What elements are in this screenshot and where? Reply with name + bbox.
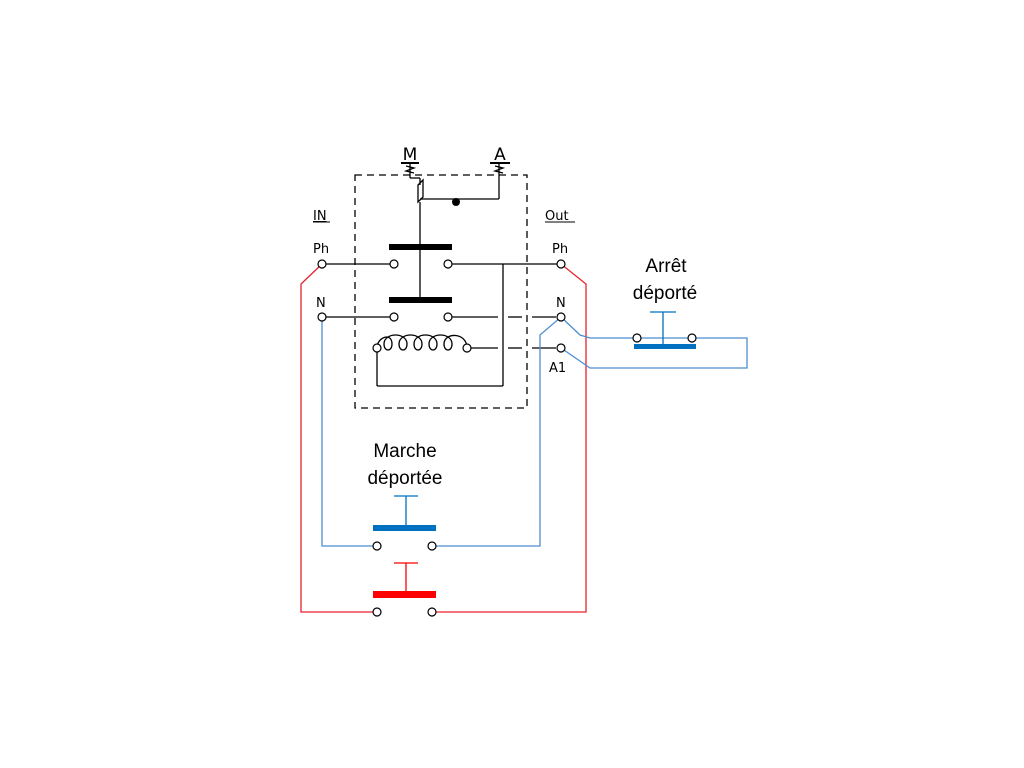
- coil-terminal-left: [372, 343, 382, 353]
- stop-button-label-line1: Arrêt: [645, 256, 687, 277]
- label-out: Out: [545, 209, 569, 224]
- label-a: A: [494, 145, 506, 165]
- terminal-out-n: [556, 312, 566, 322]
- terminal-contact-ph-left: [389, 259, 399, 269]
- terminal-contact-ph-right: [443, 259, 453, 269]
- phase-contact-bar: [389, 244, 452, 250]
- remote-stop-button: [632, 311, 697, 349]
- terminal-contact-n-left: [389, 312, 399, 322]
- phase-wiring: [300, 263, 587, 613]
- terminals: [317, 259, 566, 353]
- terminal-out-ph: [556, 259, 566, 269]
- phase-push-button: [372, 562, 437, 617]
- remote-start-button: [372, 495, 437, 551]
- coil-terminal-right: [462, 343, 472, 353]
- stop-button-label-line2: déporté: [633, 283, 697, 304]
- coil: [376, 334, 468, 351]
- start-button-label-line2: déportée: [367, 468, 442, 489]
- manual-control: [401, 162, 510, 300]
- terminal-in-ph: [317, 259, 327, 269]
- neutral-contact-bar: [389, 297, 452, 303]
- label-in: IN: [313, 209, 327, 224]
- label-in-ph: Ph: [313, 242, 329, 257]
- start-button-label-line1: Marche: [373, 441, 436, 462]
- label-out-n: N: [556, 296, 566, 311]
- device-enclosure: [354, 174, 528, 409]
- label-out-ph: Ph: [552, 242, 568, 257]
- neutral-wiring: [321, 316, 748, 547]
- terminal-contact-n-right: [443, 312, 453, 322]
- internal-wiring: [326, 263, 557, 387]
- label-m: M: [403, 145, 418, 165]
- latch-point: [452, 198, 460, 206]
- terminal-a1: [556, 343, 566, 353]
- label-in-n: N: [316, 296, 326, 311]
- terminal-in-n: [317, 312, 327, 322]
- label-a1: A1: [549, 361, 566, 376]
